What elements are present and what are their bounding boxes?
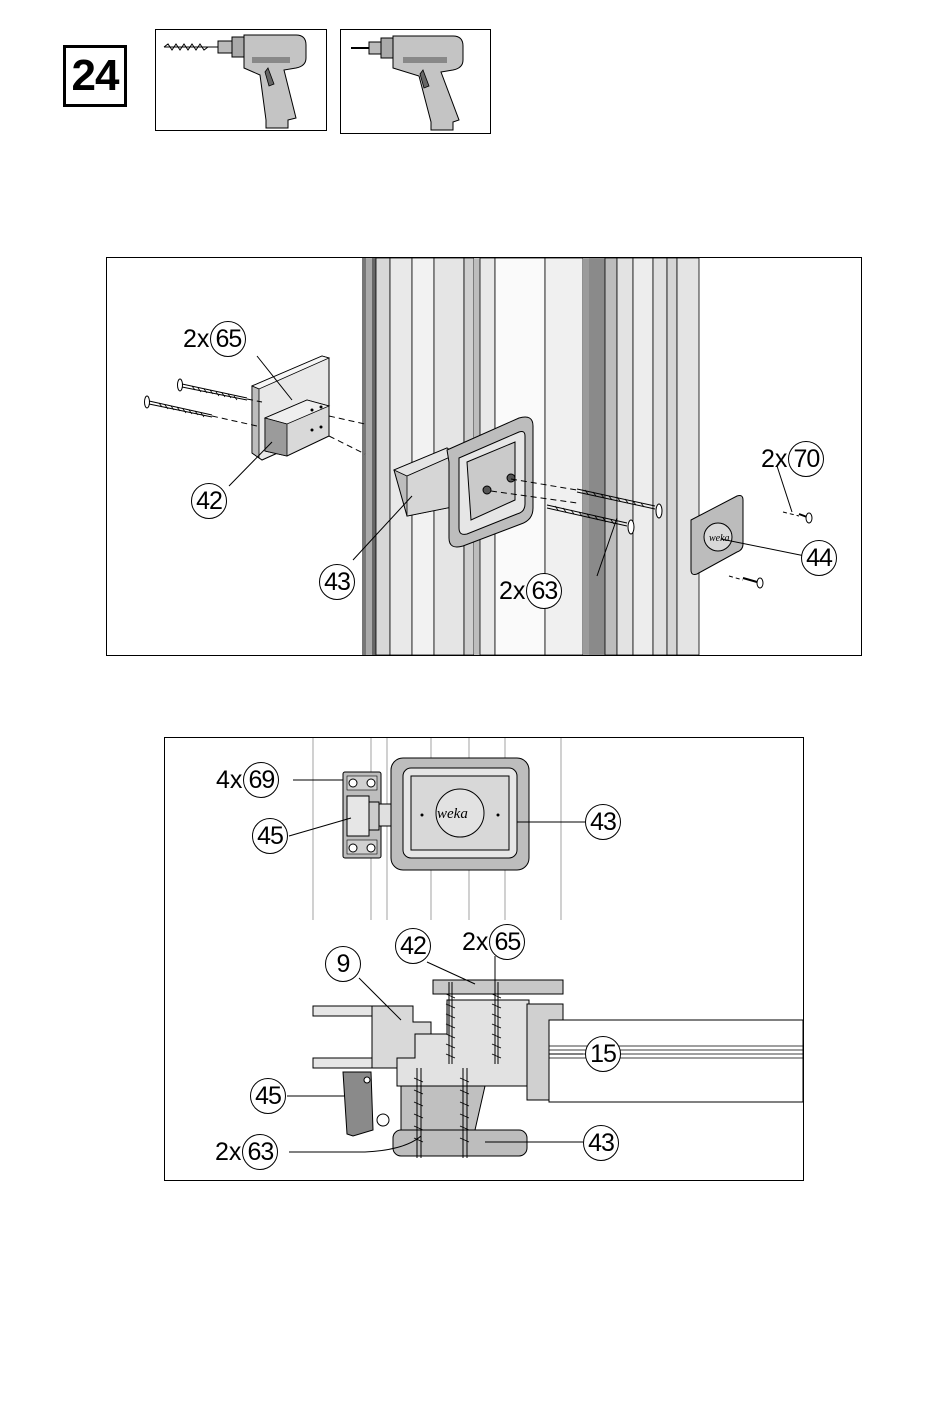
callout-43: 43 xyxy=(319,564,355,600)
callout-45-front: 45 xyxy=(252,818,288,854)
drill-tool-box xyxy=(155,29,327,131)
callout-9: 9 xyxy=(325,946,361,982)
bracket-43-logo: weka xyxy=(437,806,468,822)
drill-icon xyxy=(156,30,326,130)
callout-42: 42 xyxy=(191,483,227,519)
callout-43-front: 43 xyxy=(585,804,621,840)
screw-70-upper xyxy=(783,512,812,523)
screw-65-upper xyxy=(178,379,248,400)
screw-70-lower xyxy=(729,576,763,588)
callout-44: 44 xyxy=(801,540,837,576)
step-number: 24 xyxy=(63,45,127,107)
screw-65-lower xyxy=(145,396,213,417)
screwdriver-tool-box xyxy=(340,29,491,134)
callout-45-side: 45 xyxy=(250,1078,286,1114)
callout-42: 42 xyxy=(395,928,431,964)
callout-15: 15 xyxy=(585,1036,621,1072)
plate-44-logo: weka xyxy=(709,533,730,544)
callout-43-side: 43 xyxy=(583,1125,619,1161)
screwdriver-icon xyxy=(341,30,490,133)
exploded-view-drawing: weka xyxy=(107,258,861,655)
